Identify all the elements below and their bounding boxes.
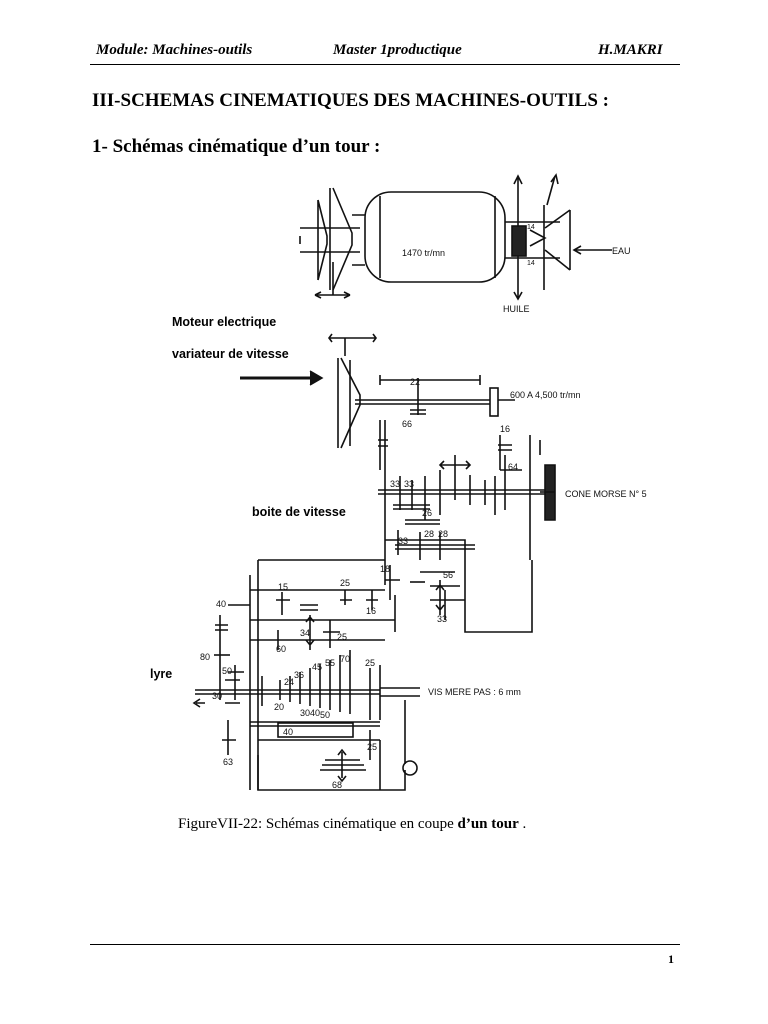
header-module: Module: Machines-outils [96,42,253,58]
svg-text:40: 40 [310,708,320,718]
variator-pulley [328,333,515,449]
callout-motor: Moteur electrique [172,315,277,329]
page-header: Module: Machines-outils Master 1producti… [90,40,680,65]
svg-text:18: 18 [380,564,390,574]
footer-rule [90,944,680,945]
svg-text:36: 36 [294,670,304,680]
motor-speed-label: 1470 tr/mn [402,248,445,258]
motor-assembly [299,173,612,301]
variator-arrow [240,370,324,386]
svg-text:66: 66 [402,419,412,429]
svg-text:16: 16 [366,606,376,616]
svg-text:45: 45 [312,662,322,672]
gear-numbers: 22 66 16 64 33 33 26 28 28 33 18 56 33 2… [200,377,518,790]
callout-lyre: lyre [150,667,173,681]
svg-text:25: 25 [337,632,347,642]
svg-text:25: 25 [365,658,375,668]
svg-text:33: 33 [390,479,400,489]
svg-text:26: 26 [422,508,432,518]
svg-text:40: 40 [283,727,293,737]
svg-text:28: 28 [424,529,434,539]
svg-text:55: 55 [325,658,335,668]
svg-text:68: 68 [332,780,342,790]
figure-caption: FigureVII-22: Schémas cinématique en cou… [178,816,527,832]
svg-text:33: 33 [437,614,447,624]
header-author: H.MAKRI [598,42,663,58]
section-title: III-SCHEMAS CINEMATIQUES DES MACHINES-OU… [92,90,609,111]
svg-text:80: 80 [200,652,210,662]
svg-text:14: 14 [527,224,535,231]
svg-text:24: 24 [284,677,294,687]
page-number: 1 [668,952,674,966]
svg-text:25: 25 [367,742,377,752]
svg-text:30: 30 [212,691,222,701]
svg-text:40: 40 [216,599,226,609]
header-course: Master 1productique [333,42,462,58]
water-label: EAU [612,246,631,256]
svg-text:64: 64 [508,462,518,472]
svg-text:15: 15 [278,582,288,592]
svg-text:14: 14 [527,260,535,267]
svg-text:33: 33 [404,479,414,489]
lead-screw-label: VIS MERE PAS : 6 mm [428,687,521,697]
svg-text:34: 34 [300,628,310,638]
spindle-speed-label: 600 A 4,500 tr/mn [510,390,581,400]
svg-text:50: 50 [222,666,232,676]
svg-text:30: 30 [300,708,310,718]
svg-text:25: 25 [340,578,350,588]
svg-text:28: 28 [438,529,448,539]
svg-text:50: 50 [320,710,330,720]
svg-text:16: 16 [500,424,510,434]
svg-text:63: 63 [223,757,233,767]
svg-text:60: 60 [276,644,286,654]
callout-variator: variateur de vitesse [172,347,289,361]
subsection-title: 1- Schémas cinématique d’un tour : [92,136,381,157]
svg-text:20: 20 [274,702,284,712]
morse-cone-label: CONE MORSE N° 5 [565,489,647,499]
gear-train [192,375,556,791]
svg-text:70: 70 [340,654,350,664]
oil-label: HUILE [503,304,530,314]
callout-gearbox: boite de vitesse [252,505,346,519]
svg-text:22: 22 [410,377,420,387]
svg-text:56: 56 [443,570,453,580]
svg-text:33: 33 [398,536,408,546]
